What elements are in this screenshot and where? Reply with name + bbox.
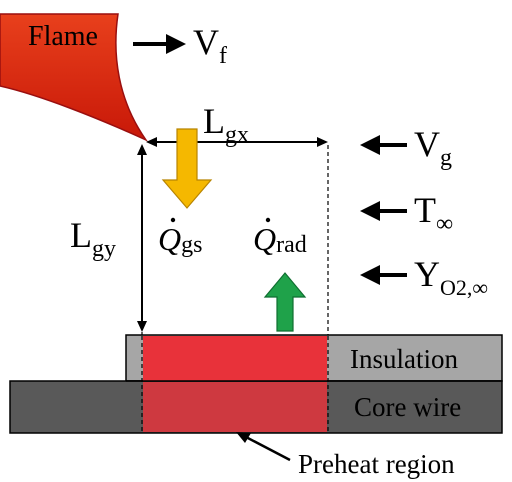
heat-radiation-dot: [265, 217, 271, 223]
length-gy-dimension: [137, 144, 147, 332]
flame-velocity-arrow: [133, 34, 186, 54]
preheat-region-core: [143, 382, 327, 432]
flame-velocity-label: Vf: [193, 22, 227, 69]
heat-radiation-label: Qrad: [253, 221, 307, 258]
length-gx-label: Lgx: [203, 101, 249, 148]
heat-gas-solid-dot: [170, 217, 176, 223]
flame-shape: [0, 13, 149, 142]
ambient-temperature-label: T∞: [414, 190, 453, 237]
preheat-region-insulation: [143, 336, 327, 381]
gas-velocity-arrow: [360, 135, 407, 155]
preheat-region-label: Preheat region: [298, 449, 455, 479]
length-gy-label: Lgy: [70, 215, 116, 262]
core-wire-label: Core wire: [354, 392, 461, 422]
heat-radiation-arrow: [263, 272, 307, 332]
insulation-label: Insulation: [350, 344, 458, 374]
heat-gas-solid-label: Qgs: [158, 221, 202, 258]
oxygen-fraction-label: YO2,∞: [414, 254, 488, 300]
flame-label: Flame: [28, 21, 98, 52]
ambient-temperature-arrow: [360, 201, 407, 221]
oxygen-fraction-arrow: [360, 265, 407, 285]
preheat-region-pointer: [236, 432, 291, 462]
heat-gas-solid-arrow: [161, 128, 213, 209]
gas-velocity-label: Vg: [414, 124, 452, 171]
